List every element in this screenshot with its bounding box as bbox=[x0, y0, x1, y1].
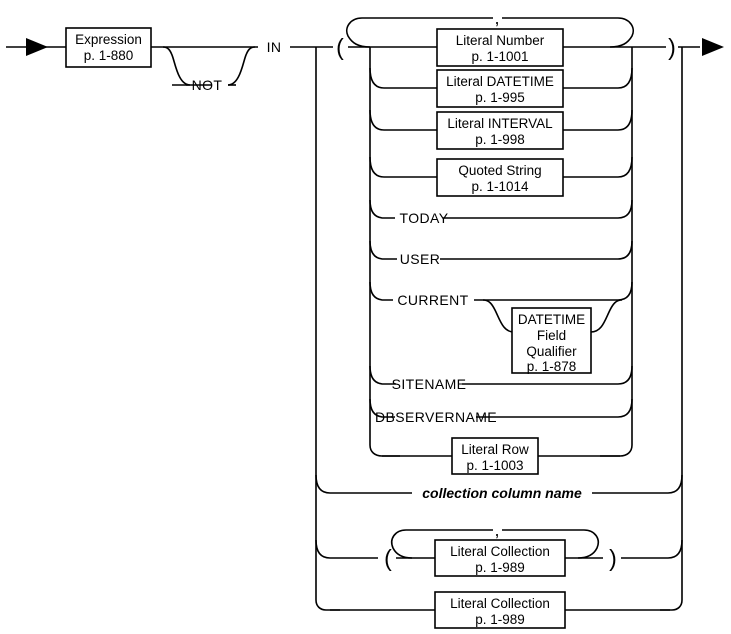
sitename-label: SITENAME bbox=[392, 376, 467, 392]
collection-column-name-label: collection column name bbox=[422, 485, 582, 501]
branch-collection-column-name[interactable]: collection column name bbox=[315, 474, 683, 501]
outer-left-rail bbox=[315, 47, 340, 611]
branch-literal-row[interactable]: Literal Row p. 1-1003 bbox=[382, 437, 620, 475]
current-label: CURRENT bbox=[397, 292, 468, 308]
literal-interval-line1: Literal INTERVAL bbox=[447, 116, 553, 131]
start-arrow bbox=[26, 38, 48, 56]
datetime-qualifier-line3: Qualifier bbox=[526, 344, 577, 359]
branch-literal-interval[interactable]: Literal INTERVAL p. 1-998 bbox=[369, 109, 633, 150]
inner-comma-label: , bbox=[494, 520, 499, 540]
today-label: TODAY bbox=[400, 210, 449, 226]
literal-collection-single-line1: Literal Collection bbox=[450, 596, 550, 611]
inner-right-rail bbox=[600, 47, 633, 457]
literal-interval-line2: p. 1-998 bbox=[475, 132, 525, 147]
quoted-string-line2: p. 1-1014 bbox=[471, 179, 529, 194]
close-paren-label: ) bbox=[668, 34, 676, 60]
literal-number-line2: p. 1-1001 bbox=[471, 49, 528, 64]
literal-datetime-line2: p. 1-995 bbox=[475, 90, 525, 105]
literal-number-line1: Literal Number bbox=[456, 33, 545, 48]
branch-literal-collection-group[interactable]: ( Literal Collection p. 1-989 ) , bbox=[315, 520, 683, 577]
branch-quoted-string[interactable]: Quoted String p. 1-1014 bbox=[369, 156, 633, 197]
literal-collection-grouped-line1: Literal Collection bbox=[450, 544, 550, 559]
literal-datetime-line1: Literal DATETIME bbox=[446, 74, 554, 89]
inner-close-paren-label: ) bbox=[609, 545, 617, 571]
literal-collection-single-line2: p. 1-989 bbox=[475, 612, 525, 627]
inner-left-rail bbox=[369, 47, 400, 457]
branch-literal-collection-single[interactable]: Literal Collection p. 1-989 bbox=[330, 591, 670, 629]
datetime-qualifier-line4: p. 1-878 bbox=[527, 359, 577, 374]
end-arrow bbox=[702, 38, 724, 56]
branch-literal-datetime[interactable]: Literal DATETIME p. 1-995 bbox=[369, 67, 633, 108]
branch-literal-number[interactable]: Literal Number p. 1-1001 bbox=[370, 28, 632, 67]
comma-loopback: , bbox=[346, 8, 634, 48]
in-label: IN bbox=[267, 39, 282, 55]
branch-sitename[interactable]: SITENAME bbox=[369, 365, 633, 392]
branch-today[interactable]: TODAY bbox=[369, 199, 633, 226]
expression-node[interactable]: Expression p. 1-880 bbox=[65, 27, 152, 68]
literal-collection-grouped-line2: p. 1-989 bbox=[475, 560, 525, 575]
datetime-qualifier-line1: DATETIME bbox=[518, 312, 585, 327]
inner-open-paren-label: ( bbox=[384, 545, 392, 571]
open-paren-label: ( bbox=[336, 34, 344, 60]
branch-current[interactable]: CURRENT DATETIME Field Qualifier p. 1-87… bbox=[369, 281, 633, 374]
quoted-string-line1: Quoted String bbox=[458, 163, 541, 178]
branch-dbservername[interactable]: DBSERVERNAME bbox=[369, 398, 633, 425]
not-label: NOT bbox=[192, 77, 223, 93]
expression-label-line2: p. 1-880 bbox=[84, 48, 134, 63]
user-label: USER bbox=[400, 251, 441, 267]
datetime-qualifier-line2: Field bbox=[537, 328, 566, 343]
literal-row-line2: p. 1-1003 bbox=[466, 458, 523, 473]
literal-row-line1: Literal Row bbox=[461, 442, 529, 457]
exit-path bbox=[682, 38, 724, 56]
branch-user[interactable]: USER bbox=[369, 240, 633, 267]
not-branch[interactable]: NOT bbox=[162, 46, 256, 93]
dbservername-label: DBSERVERNAME bbox=[375, 409, 497, 425]
comma-label: , bbox=[494, 8, 499, 28]
expression-label-line1: Expression bbox=[75, 32, 142, 47]
outer-right-rail bbox=[660, 47, 683, 611]
